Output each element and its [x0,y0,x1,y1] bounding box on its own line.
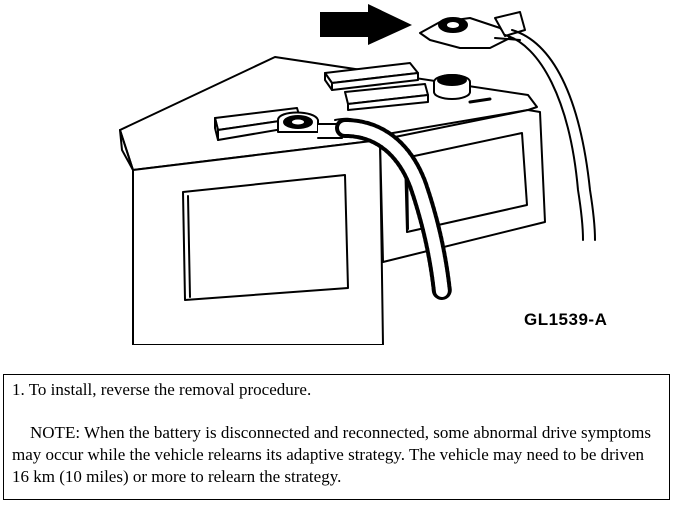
battery [119,56,546,345]
note-text: NOTE: When the battery is disconnected a… [12,423,651,486]
instruction-box: 1. To install, reverse the removal proce… [3,374,670,500]
battery-terminal-clamp [277,111,357,139]
disconnected-terminal-clamp [419,11,526,49]
battery-cap-rear [324,62,429,111]
battery-illustration [119,4,596,345]
figure-code: GL1539-A [524,310,608,329]
battery-post [433,74,492,104]
arrow-icon [320,4,412,45]
install-step: 1. To install, reverse the removal proce… [12,380,312,399]
disconnected-cable [504,29,596,241]
